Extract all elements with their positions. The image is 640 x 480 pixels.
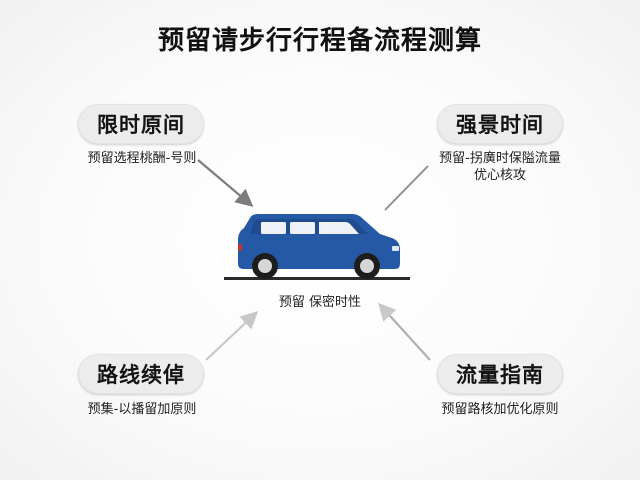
page-title: 预留请步行行程备流程测算 <box>157 26 482 56</box>
car-window-2 <box>290 222 315 234</box>
node-caption-top-right: 预留-拐廣时保隘流量 优心核攻 <box>412 150 588 184</box>
node-caption-top-left: 预留选程桃酬-号则 <box>87 151 197 166</box>
node-caption-bottom-right: 预留路核加优化原则 <box>441 402 559 417</box>
node-pill-top-left: 限时原间 <box>78 104 204 144</box>
arrow-bottom-right <box>378 302 431 361</box>
car-window-1 <box>261 222 286 234</box>
center-caption: 预留 保密时性 <box>278 295 362 310</box>
node-caption-top-right-line-1: 预留-拐廣时保隘流量 <box>439 151 561 166</box>
car-headlight <box>392 246 399 251</box>
car-taillight <box>238 244 242 251</box>
node-pill-bottom-left: 路线续倬 <box>78 354 204 394</box>
arrow-top-right <box>384 165 429 211</box>
ground-line <box>224 277 410 280</box>
node-caption-bottom-left: 预集-以播留加原则 <box>87 402 197 417</box>
car-window-3 <box>319 222 359 234</box>
arrow-bottom-left <box>205 310 259 361</box>
node-pill-bottom-right: 流量指南 <box>437 354 563 394</box>
arrow-top-left <box>197 159 254 207</box>
node-pill-top-right: 强景时间 <box>437 104 563 144</box>
node-caption-top-right-line-2: 优心核攻 <box>473 168 526 183</box>
